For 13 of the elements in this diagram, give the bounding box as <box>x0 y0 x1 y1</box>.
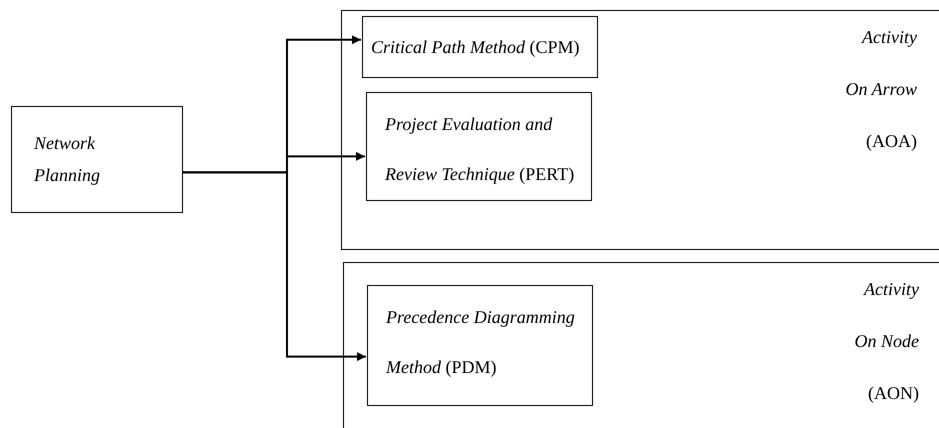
process-box <box>11 106 183 213</box>
box-label: Project Evaluation and Review Technique (PERT) <box>385 113 576 186</box>
group-label: Activity On Arrow (AOA) <box>844 26 917 153</box>
group-frame <box>341 10 939 250</box>
box-label: Network Planning <box>34 132 101 187</box>
arrow <box>183 171 366 362</box>
box-label: Precedence Diagramming Method (PDM) <box>386 306 576 379</box>
process-box <box>366 92 592 201</box>
process-box <box>362 16 598 78</box>
group-frame <box>343 262 939 428</box>
group-label: Activity On Node (AON) <box>854 278 919 405</box>
box-label: Critical Path Method (CPM) <box>371 36 580 59</box>
process-box <box>367 285 593 406</box>
